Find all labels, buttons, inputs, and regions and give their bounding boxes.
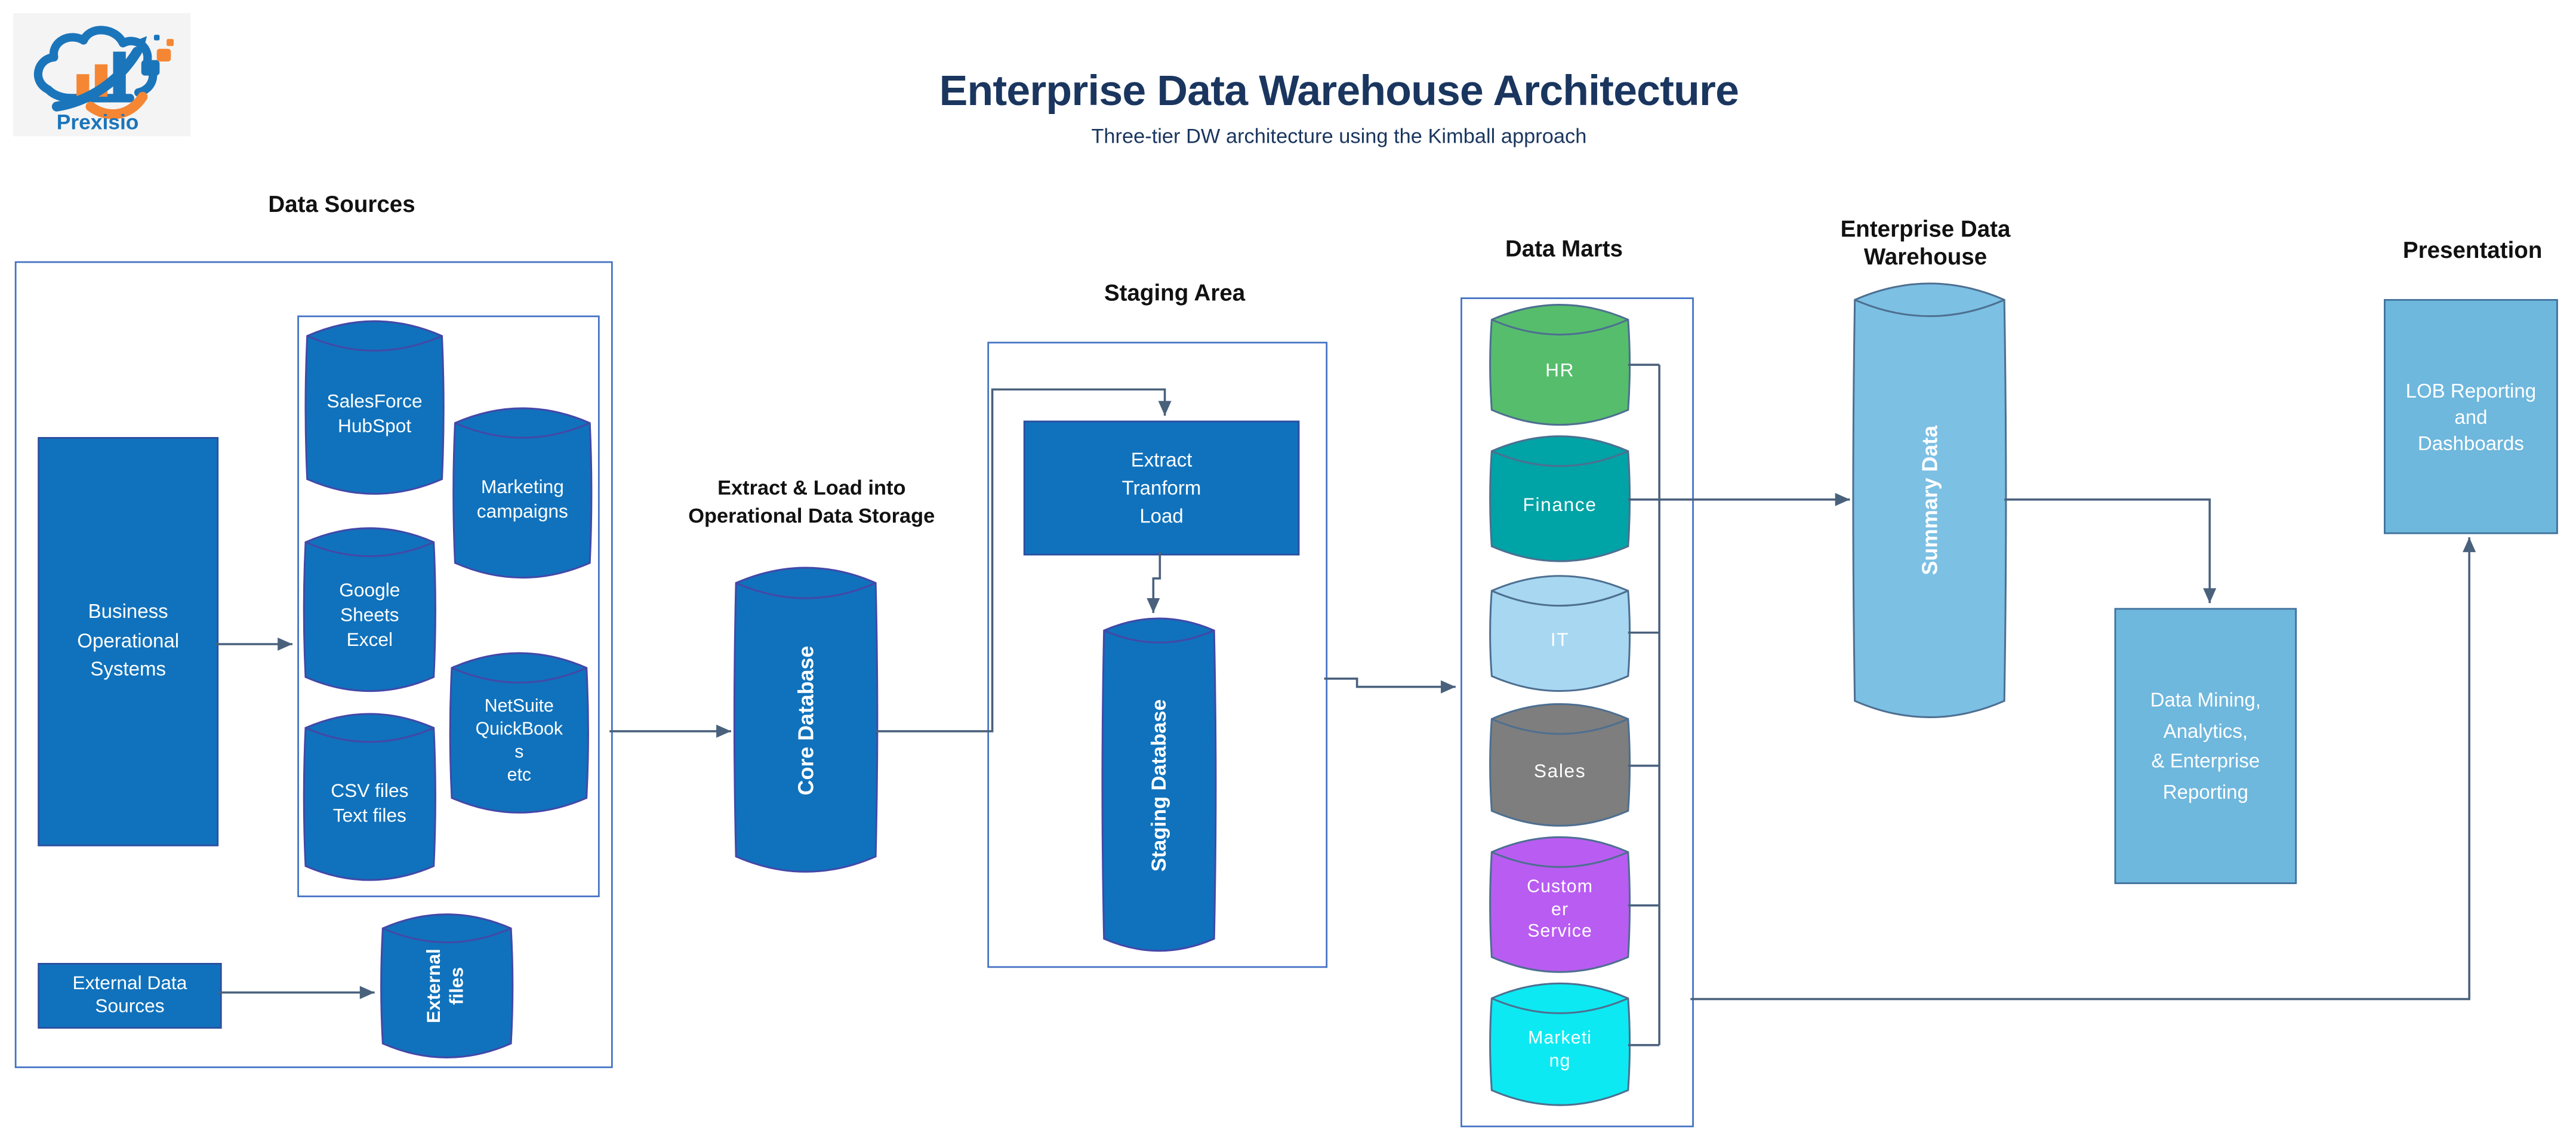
node-mart-sales: Sales bbox=[1489, 703, 1631, 827]
node-mart-it: IT bbox=[1489, 575, 1631, 692]
node-staging-database: Staging Database bbox=[1101, 617, 1217, 952]
node-mart-finance: Finance bbox=[1489, 435, 1631, 562]
node-netsuite-quickbooks: NetSuite QuickBook s etc bbox=[449, 652, 589, 814]
section-label-presentation: Presentation bbox=[2402, 236, 2543, 263]
node-mart-customer-service: Custom er Service bbox=[1489, 836, 1631, 973]
node-mart-marketing: Marketi ng bbox=[1489, 982, 1631, 1106]
section-label-data-marts: Data Marts bbox=[1505, 235, 1623, 261]
saas-sources-container bbox=[297, 315, 600, 897]
logo-brand-text: Prexisio bbox=[57, 110, 139, 133]
section-label-data-sources: Data Sources bbox=[268, 190, 415, 217]
node-business-operational-systems: Business Operational Systems bbox=[38, 437, 219, 847]
node-google-sheets-excel: Google Sheets Excel bbox=[303, 527, 436, 692]
label-extract-load-ods: Extract & Load into Operational Data Sto… bbox=[688, 476, 935, 528]
node-external-data-sources: External Data Sources bbox=[38, 963, 222, 1029]
node-csv-text-files: CSV files Text files bbox=[303, 713, 436, 881]
node-summary-data: Summary Data bbox=[1852, 282, 2007, 718]
prexisio-logo-icon: Prexisio bbox=[33, 25, 174, 133]
page-title: Enterprise Data Warehouse Architecture bbox=[939, 66, 1739, 115]
node-core-database: Core Database bbox=[733, 567, 879, 873]
node-marketing-campaigns: Marketing campaigns bbox=[452, 407, 593, 579]
node-external-files: External files bbox=[380, 913, 514, 1058]
page-subtitle: Three-tier DW architecture using the Kim… bbox=[1091, 125, 1587, 148]
node-data-mining: Data Mining, Analytics, & Enterprise Rep… bbox=[2114, 608, 2297, 884]
node-etl: Extract Tranform Load bbox=[1023, 420, 1300, 556]
data-sources-container bbox=[14, 261, 613, 1069]
node-mart-hr: HR bbox=[1489, 304, 1631, 426]
section-label-staging-area: Staging Area bbox=[1104, 279, 1246, 306]
node-salesforce-hubspot: SalesForce HubSpot bbox=[304, 320, 445, 495]
node-lob-reporting: LOB Reporting and Dashboards bbox=[2384, 298, 2558, 534]
section-label-edw: Enterprise Data Warehouse bbox=[1840, 215, 2011, 270]
prexisio-logo: Prexisio bbox=[13, 13, 191, 137]
